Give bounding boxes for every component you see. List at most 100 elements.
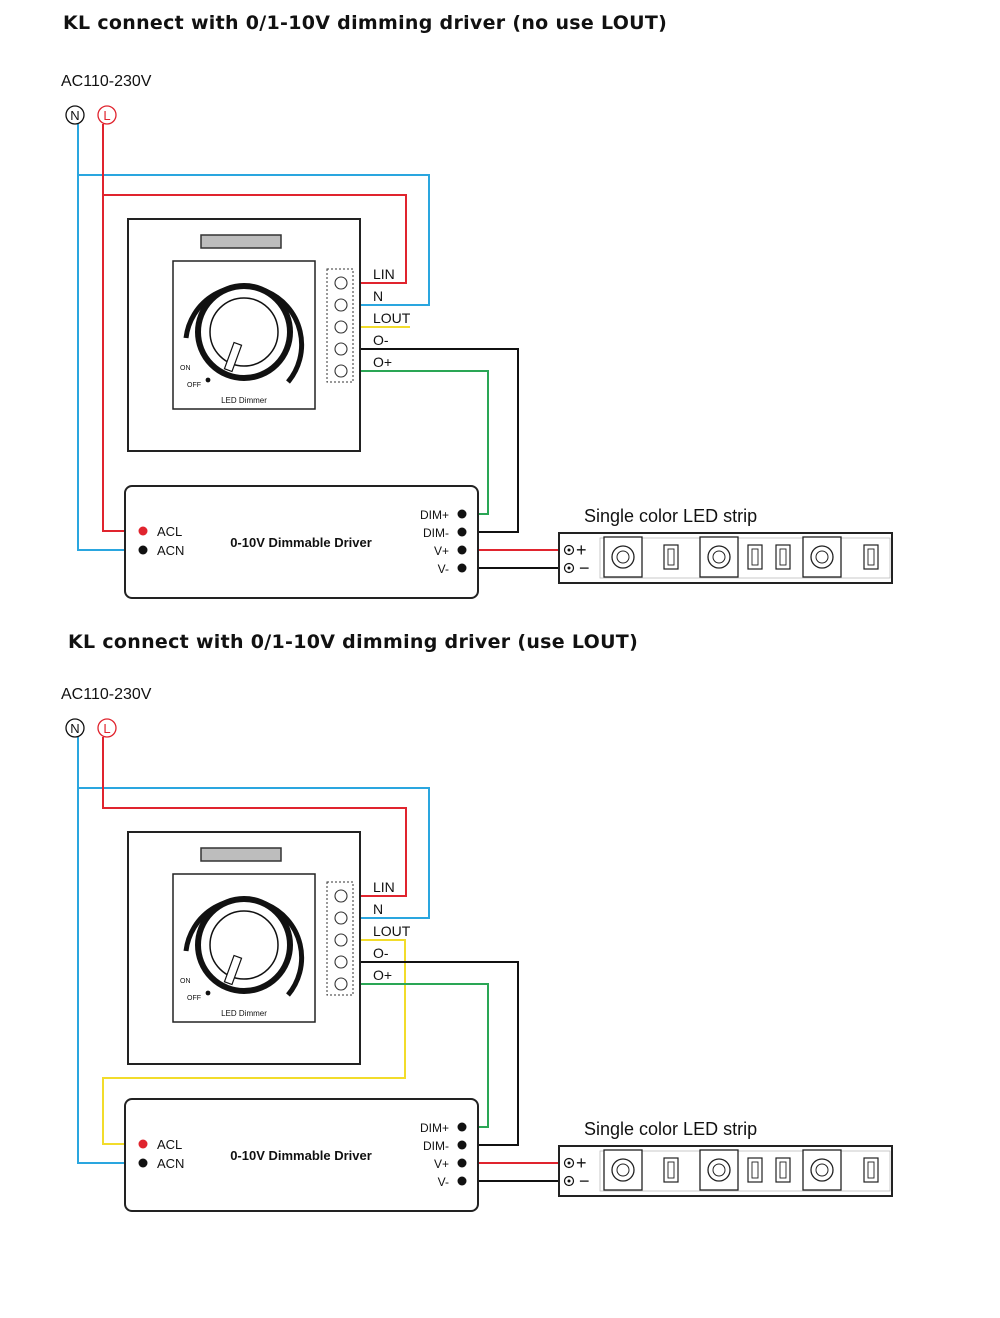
off-label: OFF	[187, 995, 201, 1002]
driver-output-2-label: V+	[434, 1157, 449, 1171]
dimmer-terminal-2-icon	[334, 933, 348, 947]
diagram-2-title: KL connect with 0/1-10V dimming driver (…	[68, 631, 639, 653]
neutral-symbol-icon	[65, 105, 85, 125]
driver-output-2-label: V+	[434, 544, 449, 558]
dimmer-terminal-block	[326, 881, 354, 996]
resistor-0-body	[667, 1161, 675, 1179]
led-strip-title: Single color LED strip	[584, 1119, 757, 1139]
diagram-1-supply-label: AC110-230V	[61, 73, 152, 90]
resistor-3-icon	[863, 1157, 879, 1183]
driver-output-2-dot	[457, 545, 467, 555]
led-strip-traces	[599, 1150, 891, 1192]
wire-o-minus-to-dim-minus	[344, 348, 519, 533]
led-chip-1-die	[712, 1163, 726, 1177]
dimmer-terminal-0-icon	[334, 889, 348, 903]
driver-input-1-label: ACN	[157, 1156, 184, 1171]
resistor-0-icon	[663, 1157, 679, 1183]
led-chip-2-lens	[810, 545, 834, 569]
live-symbol-icon	[97, 105, 117, 125]
driver-input-1-label: ACN	[157, 543, 184, 558]
wire-neutral-to-acn	[77, 124, 142, 551]
driver-output-0-dot	[457, 509, 467, 519]
led-chip-0-die	[616, 1163, 630, 1177]
driver-output-1-label: DIM-	[423, 526, 449, 540]
dimmer-display-window	[200, 847, 282, 862]
driver-box	[124, 1098, 479, 1212]
off-indicator-dot	[205, 990, 211, 996]
driver-input-1-dot	[138, 545, 148, 555]
strip-plus-label: +	[576, 540, 587, 560]
driver-output-2-dot	[457, 1158, 467, 1168]
off-indicator-dot	[205, 377, 211, 383]
driver-input-0-dot	[138, 1139, 148, 1149]
strip-minus-pad-center	[567, 566, 571, 570]
dimmer-terminal-3-icon	[334, 342, 348, 356]
dimmer-terminal-0-label: LIN	[373, 266, 395, 282]
dimmer-knob-icon	[209, 297, 279, 367]
neutral-symbol-label: N	[70, 108, 79, 123]
dimmer-terminal-3-label: O-	[373, 945, 389, 961]
driver-input-0-dot	[138, 526, 148, 536]
driver-output-3-label: V-	[438, 562, 449, 576]
driver-output-3-dot	[457, 563, 467, 573]
dimmer-terminal-4-icon	[334, 364, 348, 378]
neutral-symbol-icon	[65, 718, 85, 738]
resistor-0-body	[667, 548, 675, 566]
live-symbol-label: L	[103, 108, 110, 123]
diagram-2-supply-label: AC110-230V	[61, 686, 152, 703]
led-chip-1-lens	[707, 545, 731, 569]
led-strip-traces	[599, 537, 891, 579]
resistor-1-icon	[747, 1157, 763, 1183]
dimmer-name-label: LED Dimmer	[221, 396, 267, 405]
on-label: ON	[180, 365, 191, 372]
driver-output-1-label: DIM-	[423, 1139, 449, 1153]
dimmer-knob-pointer	[223, 341, 243, 373]
diagram-1-title: KL connect with 0/1-10V dimming driver (…	[63, 12, 668, 34]
dimmer-terminal-3-label: O-	[373, 332, 389, 348]
dimmer-knob-pointer	[223, 954, 243, 986]
dimmer-name-label: LED Dimmer	[221, 1009, 267, 1018]
driver-name-label: 0-10V Dimmable Driver	[230, 535, 372, 550]
resistor-2-body	[779, 1161, 787, 1179]
driver-output-1-dot	[457, 1140, 467, 1150]
dimmer-knob-icon	[209, 910, 279, 980]
resistor-2-body	[779, 548, 787, 566]
dimmer-terminal-2-label: LOUT	[373, 310, 411, 326]
on-indicator-dot	[205, 357, 211, 363]
wire-o-minus-to-dim-minus	[344, 961, 519, 1146]
driver-name-label: 0-10V Dimmable Driver	[230, 1148, 372, 1163]
driver-output-1-dot	[457, 527, 467, 537]
resistor-1-body	[751, 548, 759, 566]
resistor-3-icon	[863, 544, 879, 570]
resistor-2-icon	[775, 1157, 791, 1183]
driver-output-0-dot	[457, 1122, 467, 1132]
strip-minus-pad-center	[567, 1179, 571, 1183]
dimmer-terminal-2-label: LOUT	[373, 923, 411, 939]
driver-output-3-dot	[457, 1176, 467, 1186]
led-chip-2-lens	[810, 1158, 834, 1182]
dimmer-terminal-4-icon	[334, 977, 348, 991]
dimmer-terminal-0-icon	[334, 276, 348, 290]
dimmer-terminal-1-icon	[334, 298, 348, 312]
on-indicator-dot	[205, 970, 211, 976]
driver-output-3-label: V-	[438, 1175, 449, 1189]
dimmer-terminal-2-icon	[334, 320, 348, 334]
dimmer-terminal-3-icon	[334, 955, 348, 969]
driver-output-0-label: DIM+	[420, 1121, 449, 1135]
live-symbol-icon	[97, 718, 117, 738]
wire-neutral-to-dimmer-n	[78, 174, 430, 306]
resistor-1-body	[751, 1161, 759, 1179]
wire-lout-to-acl	[102, 939, 406, 1145]
wire-live-to-lin	[102, 737, 407, 897]
resistor-1-icon	[747, 544, 763, 570]
strip-plus-label: +	[576, 1153, 587, 1173]
live-symbol-label: L	[103, 721, 110, 736]
led-chip-2-die	[815, 550, 829, 564]
neutral-symbol-label: N	[70, 721, 79, 736]
wire-neutral-to-dimmer-n	[78, 787, 430, 919]
dimmer-terminal-block	[326, 268, 354, 383]
driver-box	[124, 485, 479, 599]
